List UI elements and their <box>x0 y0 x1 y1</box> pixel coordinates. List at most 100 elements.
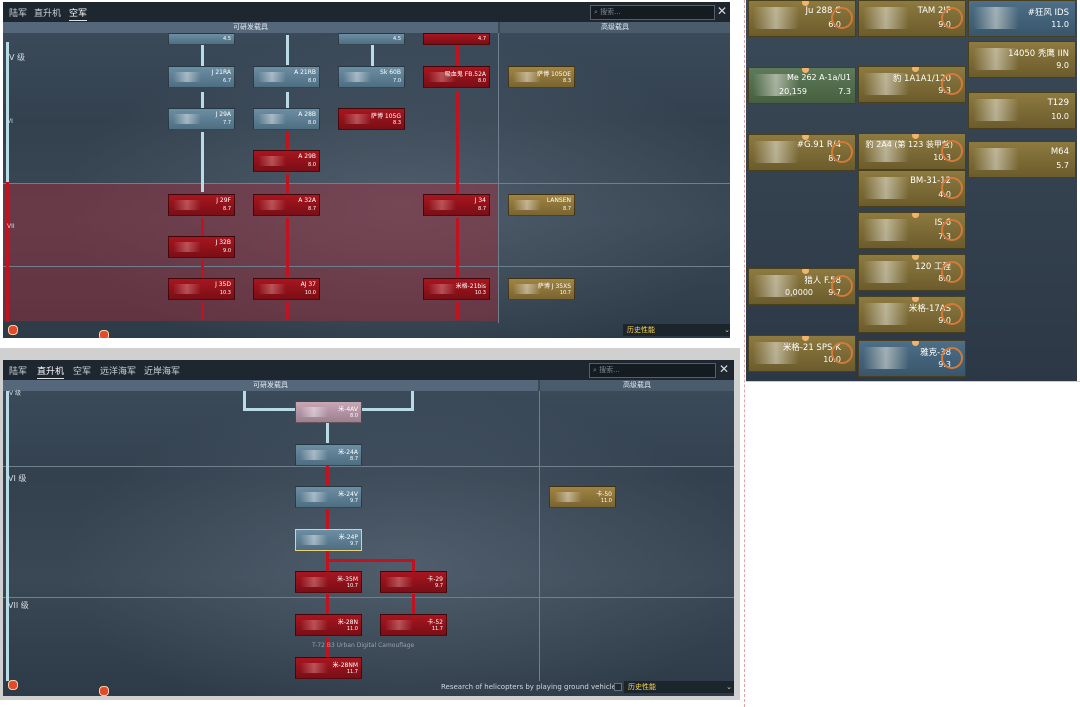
close-icon[interactable]: ✕ <box>717 4 728 18</box>
card-name: 14050 秃鹰 IIN <box>1008 49 1069 59</box>
historical-performance-label: 历史性能 <box>628 683 656 691</box>
aircraft-icon <box>428 72 456 82</box>
rank-label-vi: VI <box>7 118 13 125</box>
hint-checkbox[interactable] <box>614 683 622 691</box>
card-br: 5.7 <box>1056 161 1069 170</box>
card-br: 10.0 <box>304 290 316 296</box>
card-name: Ju 288 C <box>805 6 841 16</box>
research-progress-icon <box>831 141 853 163</box>
card-br: 9.7 <box>350 498 358 504</box>
helicopter-icon <box>385 577 413 587</box>
aircraft-icon <box>863 303 909 325</box>
vehicle-card[interactable]: 4.5 <box>338 33 405 45</box>
vehicle-card-t129[interactable]: T129 10.0 <box>968 92 1076 129</box>
tab-ground[interactable]: 陆军 <box>9 9 28 19</box>
vehicle-card[interactable]: 4.7 <box>423 33 490 45</box>
tab-ground[interactable]: 陆军 <box>9 367 28 377</box>
card-name: A 28B <box>298 111 316 118</box>
card-name: 豹 1A1A1/120 <box>892 74 951 84</box>
tree-connector <box>326 509 329 529</box>
tab-air[interactable]: 空军 <box>69 6 88 21</box>
card-br: 9.0 <box>223 248 231 254</box>
aircraft-icon <box>753 74 799 96</box>
search-input[interactable]: ⌕ 搜索... <box>589 363 716 378</box>
aircraft-icon <box>343 114 371 124</box>
helicopter-icon <box>300 450 328 460</box>
close-icon[interactable]: ✕ <box>719 362 730 376</box>
column-divider <box>498 33 499 323</box>
tree-connector <box>411 391 414 410</box>
historical-performance-toggle[interactable]: 历史性能⌄ <box>624 681 734 693</box>
notification-icon[interactable] <box>8 680 18 690</box>
search-input[interactable]: ⌕ 搜索... <box>590 5 715 20</box>
vehicle-card[interactable]: 4.5 <box>168 33 235 45</box>
card-br: 8.7 <box>308 206 316 212</box>
tab-bluewater-fleet[interactable]: 远洋海军 <box>100 367 137 377</box>
card-name: T129 <box>1047 98 1069 108</box>
vehicle-card-leopard2a4[interactable]: 豹 2A4 (第 123 装甲营)10.3 <box>858 133 966 170</box>
card-name: J 29F <box>216 197 231 204</box>
tab-helicopter[interactable]: 直升机 <box>37 364 65 379</box>
notification-icon[interactable] <box>8 325 18 335</box>
notification-icon[interactable] <box>99 330 109 338</box>
tab-coastal-fleet[interactable]: 近岸海军 <box>144 367 181 377</box>
new-badge-icon <box>912 67 919 72</box>
card-br: 10.0 <box>1051 112 1069 121</box>
historical-performance-toggle[interactable]: 历史性能⌄ <box>623 324 730 336</box>
card-br: 8.0 <box>308 78 316 84</box>
search-placeholder: 搜索... <box>600 8 621 16</box>
chevron-down-icon: ⌄ <box>724 326 730 334</box>
card-name: #G.91 R/4 <box>796 140 841 150</box>
notification-icon[interactable] <box>99 686 109 696</box>
card-br: 7.7 <box>223 120 231 126</box>
unresearched-rank-band <box>3 183 498 321</box>
tab-air[interactable]: 空军 <box>73 367 92 377</box>
card-name: 米-24A <box>338 449 358 456</box>
tank-icon <box>863 140 909 162</box>
tab-helicopter[interactable]: 直升机 <box>34 9 62 19</box>
